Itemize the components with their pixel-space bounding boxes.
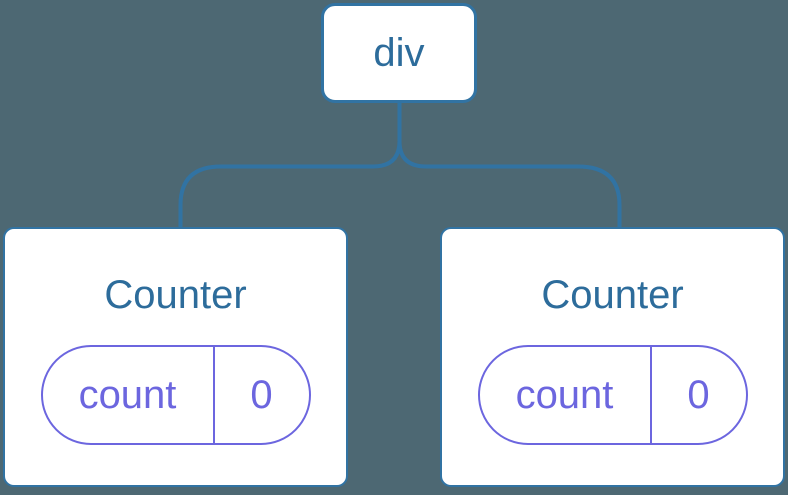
component-title: Counter bbox=[104, 273, 247, 317]
state-key: count bbox=[480, 347, 652, 443]
state-key: count bbox=[43, 347, 215, 443]
component-title: Counter bbox=[541, 273, 684, 317]
connector-branch-right bbox=[397, 101, 622, 229]
connector-branch-left bbox=[178, 101, 402, 229]
state-value: 0 bbox=[250, 372, 273, 417]
counter-card-right: Counter count 0 bbox=[440, 227, 785, 487]
state-value: 0 bbox=[687, 372, 710, 417]
state-pill: count 0 bbox=[40, 345, 311, 445]
root-node-div: div bbox=[321, 3, 477, 103]
root-node-label: div bbox=[373, 30, 425, 75]
state-pill: count 0 bbox=[477, 345, 748, 445]
counter-card-left: Counter count 0 bbox=[3, 227, 348, 487]
